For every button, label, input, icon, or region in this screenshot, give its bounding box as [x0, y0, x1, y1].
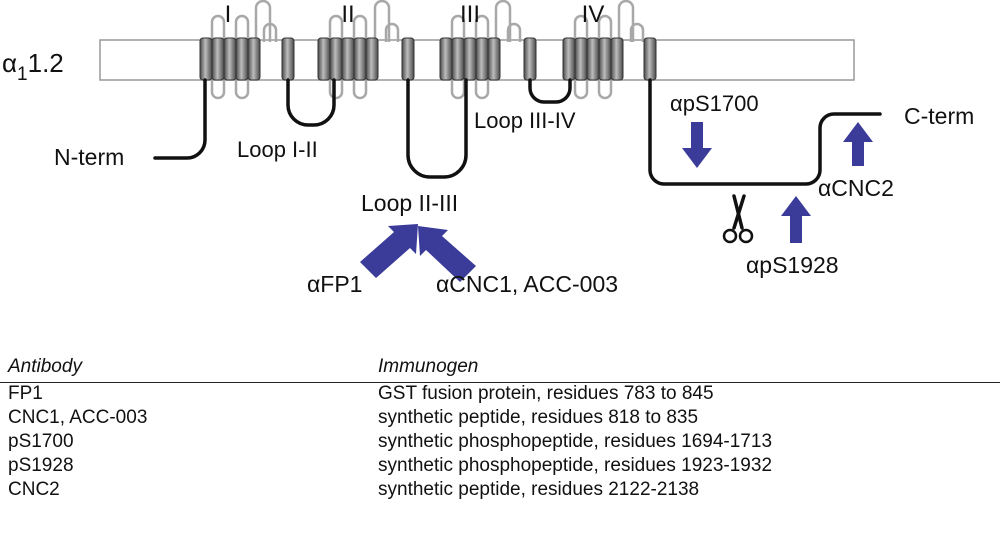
domain-label-1: I [225, 1, 232, 28]
channel-label: α11.2 [2, 48, 64, 85]
antibody-table: Antibody Immunogen FP1 GST fusion protein… [0, 354, 1000, 503]
table-row: CNC1, ACC-003 synthetic peptide, residues… [0, 407, 1000, 431]
domain-label-2: II [341, 1, 354, 28]
ps1928-arrow [781, 196, 811, 243]
loop-2-3-line [406, 78, 468, 179]
loop-2-3-label: Loop II-III [361, 190, 458, 216]
extracellular-loops [210, 0, 645, 42]
antibody-cell: pS1928 [8, 455, 74, 476]
table-row: pS1700 synthetic phosphopeptide, residues… [0, 431, 1000, 455]
cnc1-arrow [418, 226, 476, 282]
header-antibody: Antibody [8, 356, 82, 377]
cnc2-arrow [843, 122, 873, 166]
immunogen-cell: synthetic peptide, residues 818 to 835 [378, 407, 699, 428]
transmembrane-helices [199, 37, 657, 81]
antibody-cell: CNC2 [8, 479, 60, 500]
immunogen-cell: synthetic phosphopeptide, residues 1694-… [378, 431, 773, 452]
c-terminus-line [648, 78, 882, 186]
table-row: FP1 GST fusion protein, residues 783 to 8… [0, 383, 1000, 407]
antibody-arrows [360, 122, 873, 282]
loop-1-2-label: Loop I-II [237, 137, 318, 162]
cnc1-label: αCNC1, ACC-003 [436, 271, 618, 297]
intracellular-segments [153, 78, 882, 186]
intracellular-short-loops [210, 78, 613, 100]
header-immunogen: Immunogen [378, 356, 479, 377]
scissors-icon [722, 194, 754, 244]
loop-3-4-label: Loop III-IV [474, 108, 576, 133]
cnc2-label: αCNC2 [818, 175, 894, 201]
table-row: CNC2 synthetic peptide, residues 2122-213… [0, 479, 1000, 503]
fp1-label: αFP1 [307, 271, 362, 297]
antibody-cell: FP1 [8, 383, 43, 404]
table-header: Antibody Immunogen [0, 354, 1000, 383]
domain-label-4: IV [582, 1, 605, 28]
loop-3-4-line [528, 78, 572, 104]
c-term-label: C-term [904, 103, 974, 129]
domain-label-3: III [460, 1, 480, 28]
table-row: pS1928 synthetic phosphopeptide, residues… [0, 455, 1000, 479]
antibody-cell: CNC1, ACC-003 [8, 407, 148, 428]
loop-1-2-line [286, 78, 336, 127]
ps1700-arrow [682, 122, 712, 168]
n-term-label: N-term [54, 144, 124, 170]
table-body: FP1 GST fusion protein, residues 783 to 8… [0, 383, 1000, 503]
channel-topology-diagram: α11.2 [2, 0, 974, 297]
antibody-cell: pS1700 [8, 431, 74, 452]
ps1700-label: αpS1700 [670, 91, 759, 116]
ps1928-label: αpS1928 [746, 252, 839, 278]
immunogen-cell: synthetic phosphopeptide, residues 1923-… [378, 455, 773, 476]
fp1-arrow [360, 224, 418, 278]
immunogen-cell: synthetic peptide, residues 2122-2138 [378, 479, 700, 500]
n-terminus-line [153, 78, 207, 160]
immunogen-cell: GST fusion protein, residues 783 to 845 [378, 383, 714, 404]
